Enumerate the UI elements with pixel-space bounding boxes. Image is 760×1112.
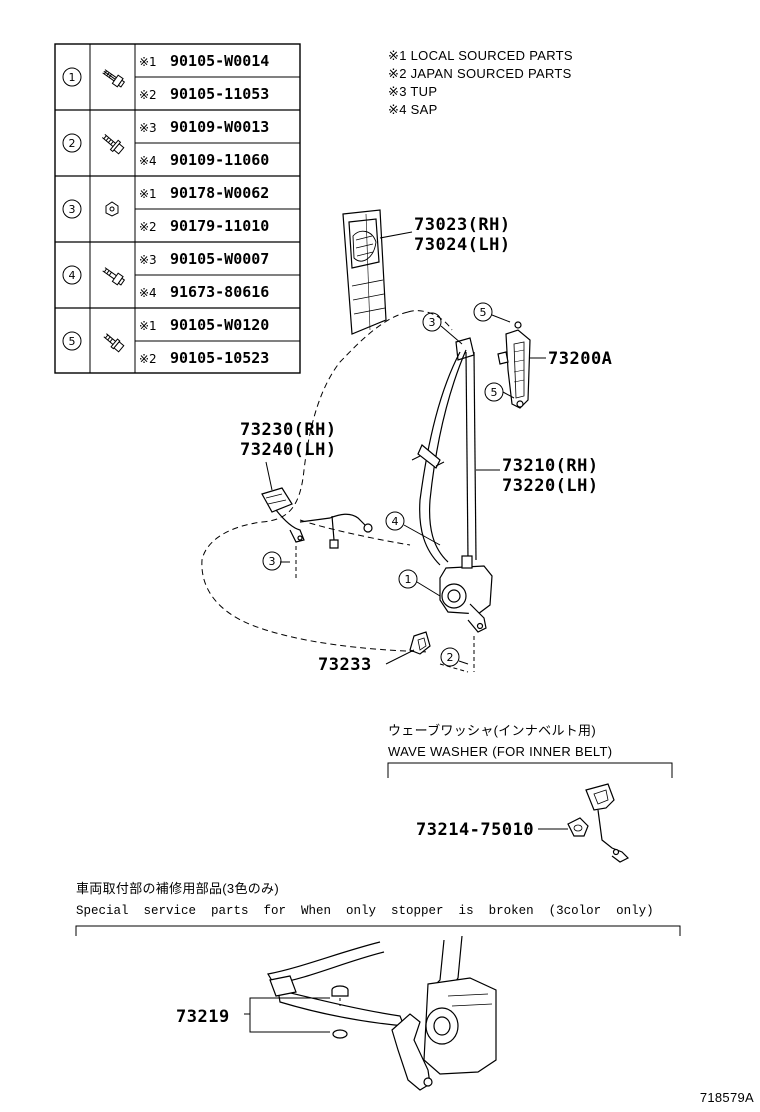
- callout-4: 4: [392, 515, 399, 528]
- callout-3-circle: [262, 551, 282, 571]
- source-mark: ※1: [139, 319, 157, 333]
- leader-lines: [265, 314, 546, 665]
- table-callout-4: 4: [69, 269, 76, 282]
- legend-item: ※2 JAPAN SOURCED PARTS: [388, 66, 572, 81]
- source-mark: ※2: [139, 88, 157, 102]
- part-label-belt-lh: 73220(LH): [502, 476, 599, 496]
- part-label-belt-rh: 73210(RH): [502, 456, 599, 476]
- part-label-buckle-rh: 73230(RH): [240, 420, 337, 440]
- fastener-part-number: 90105-W0007: [170, 250, 269, 268]
- source-mark: ※3: [139, 253, 157, 267]
- dashed-leaders: [295, 546, 475, 673]
- special-service-title-en: Special service parts for When only stop…: [76, 904, 654, 918]
- callout-5: 5: [480, 306, 487, 319]
- fastener-part-number: 90109-11060: [170, 151, 269, 169]
- flange-bolt-icon: [101, 134, 125, 155]
- callout-1-circle: [398, 569, 418, 589]
- seat-outline: [201, 310, 453, 653]
- flange-bolt-icon: [103, 333, 125, 353]
- table-callout-3-circle: [62, 199, 82, 219]
- wave-washer-bracket: [387, 762, 673, 778]
- leader-line: [379, 231, 413, 239]
- bolt-icon: [102, 267, 126, 286]
- source-legend: ※1 LOCAL SOURCED PARTS ※2 JAPAN SOURCED …: [388, 48, 573, 117]
- table-callout-1: 1: [69, 71, 76, 84]
- pillar-cover-drawing: [342, 209, 387, 335]
- callout-2: 2: [447, 651, 454, 664]
- callout-3-circle: [422, 312, 442, 332]
- callout-3: 3: [269, 555, 276, 568]
- table-callout-2: 2: [69, 137, 76, 150]
- wave-washer-drawing: [567, 783, 630, 863]
- source-mark: ※2: [139, 352, 157, 366]
- part-label-clip: 73233: [318, 655, 372, 675]
- fastener-part-number: 91673-80616: [170, 283, 269, 301]
- legend-item: ※1 LOCAL SOURCED PARTS: [388, 48, 573, 63]
- table-callout-4-circle: [62, 265, 82, 285]
- fastener-part-number: 90178-W0062: [170, 184, 269, 202]
- wave-washer-title-ja: ウェーブワッシャ(インナベルト用): [388, 723, 596, 738]
- figure-id: 718579A: [700, 1090, 754, 1105]
- clip-drawing: [409, 631, 431, 655]
- bolt-icon: [102, 69, 126, 88]
- part-label-stopper: 73219: [176, 1007, 230, 1027]
- callout-2-circle: [440, 647, 460, 667]
- part-label-anchor: 73200A: [548, 349, 612, 369]
- legend-item: ※4 SAP: [388, 102, 438, 117]
- stopper-leaders: [244, 997, 341, 1033]
- fastener-part-number: 90109-W0013: [170, 118, 269, 136]
- source-mark: ※4: [139, 286, 157, 300]
- part-label-buckle-lh: 73240(LH): [240, 440, 337, 460]
- wave-washer-title-en: WAVE WASHER (FOR INNER BELT): [388, 744, 612, 759]
- callout-5-circle: [473, 302, 493, 322]
- fastener-part-number: 90105-10523: [170, 349, 269, 367]
- table-callout-1-circle: [62, 67, 82, 87]
- legend-item: ※3 TUP: [388, 84, 437, 99]
- part-label-washer: 73214-75010: [416, 820, 534, 840]
- fastener-part-number: 90105-W0014: [170, 52, 269, 70]
- source-mark: ※1: [139, 55, 157, 69]
- callout-1: 1: [405, 573, 412, 586]
- table-callout-3: 3: [69, 203, 76, 216]
- part-label-cover-lh: 73024(LH): [414, 235, 511, 255]
- source-mark: ※2: [139, 220, 157, 234]
- retractor-drawing: [439, 555, 493, 633]
- callout-4-circle: [385, 511, 405, 531]
- table-callout-5: 5: [69, 335, 76, 348]
- fastener-part-number: 90105-W0120: [170, 316, 269, 334]
- callout-5: 5: [491, 386, 498, 399]
- fastener-part-number: 90105-11053: [170, 85, 269, 103]
- source-mark: ※3: [139, 121, 157, 135]
- special-service-bracket: [75, 925, 681, 936]
- fastener-part-number: 90179-11010: [170, 217, 269, 235]
- source-mark: ※1: [139, 187, 157, 201]
- nut-icon: [105, 201, 119, 217]
- stopper-assembly-drawing: [267, 935, 497, 1091]
- callout-3: 3: [429, 316, 436, 329]
- seat-belt-webbing: [411, 337, 477, 566]
- fastener-table: [54, 43, 301, 374]
- buckle-drawing: [261, 487, 373, 549]
- part-label-cover-rh: 73023(RH): [414, 215, 511, 235]
- anchor-drawing: [497, 321, 531, 409]
- table-callout-5-circle: [62, 331, 82, 351]
- special-service-title-ja: 車両取付部の補修用部品(3色のみ): [76, 881, 279, 896]
- source-mark: ※4: [139, 154, 157, 168]
- table-callout-2-circle: [62, 133, 82, 153]
